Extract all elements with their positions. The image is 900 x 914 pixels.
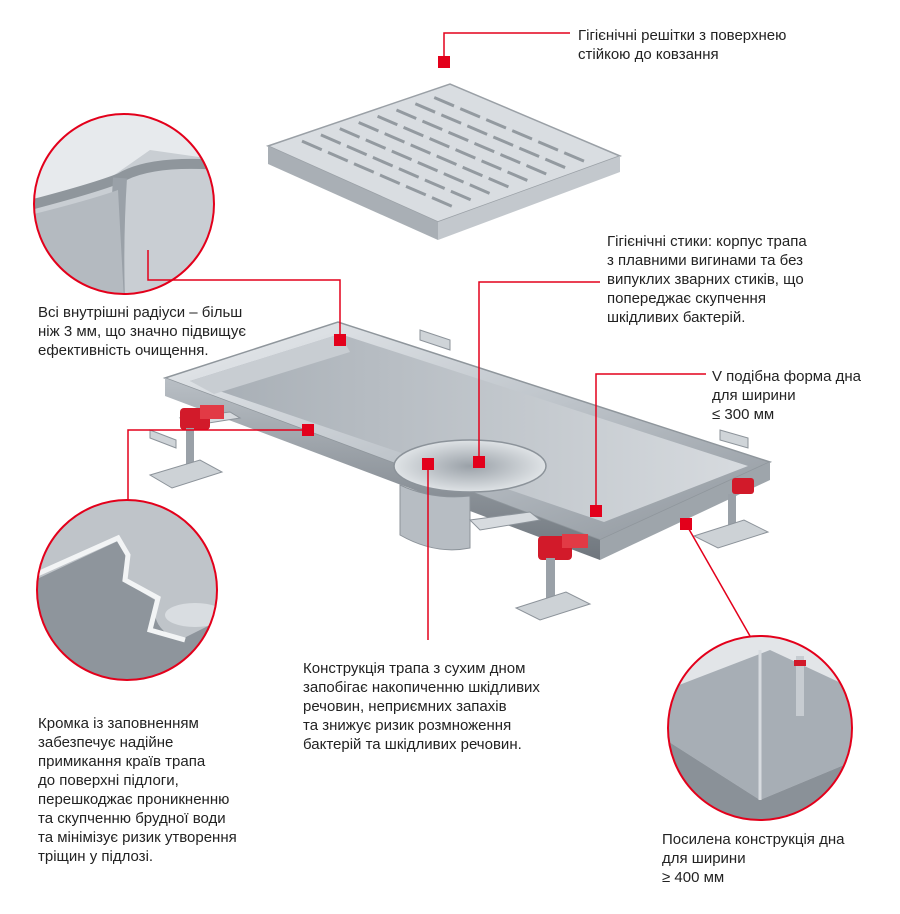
inner-radius-detail-photo: [33, 113, 215, 295]
callout-joints: Гігієнічні стики: корпус трапа з плавним…: [607, 233, 807, 326]
grate-slot: [544, 157, 566, 169]
left-foot: [148, 405, 224, 489]
grate-slot: [459, 107, 481, 119]
callout-reinforced-bottom: Посилена конструкція дна для ширини ≥ 40…: [662, 831, 845, 886]
grate-slot: [488, 177, 510, 189]
grate-slot: [402, 125, 424, 138]
grate-slot: [414, 102, 436, 114]
grate-slot: [428, 137, 450, 149]
grate-illustration: [265, 83, 623, 240]
grate-slot: [358, 121, 380, 133]
callout-v-shape: V подібна форма дна для ширини ≤ 300 мм: [712, 368, 862, 423]
grate-slot: [563, 151, 585, 163]
right-foot: [692, 478, 770, 549]
callout-edge: Кромка із заповненням забезпечує надійне…: [38, 715, 237, 865]
grate-slot: [395, 108, 417, 120]
grate-slot: [424, 178, 446, 190]
drain-channel-illustration: [149, 321, 773, 560]
grate-slot: [447, 130, 469, 143]
grate-slot: [480, 159, 502, 171]
callout-grate: Гігієнічні решітки з поверхнею стійкою д…: [578, 27, 787, 63]
filled-edge-detail-photo: [36, 499, 218, 681]
grate-slot: [346, 144, 368, 157]
grate-slot: [506, 170, 528, 182]
grate-slot: [440, 113, 462, 125]
grate-slot: [466, 124, 488, 136]
grate-slot: [339, 127, 361, 139]
grate-slot: [473, 141, 495, 154]
grate-slot: [398, 167, 420, 179]
grate-slot: [421, 119, 443, 131]
grate-slot: [353, 162, 375, 174]
callout-lines: [127, 32, 751, 640]
grate-slot: [376, 114, 398, 127]
callout-dry-bottom: Конструкція трапа з сухим дном запобігає…: [303, 660, 540, 753]
grate-slot: [433, 96, 455, 108]
center-foot: [514, 534, 592, 621]
grate-slot: [525, 164, 547, 176]
grate-slot: [485, 118, 507, 130]
grate-slot: [443, 172, 465, 184]
grate-slot: [469, 183, 491, 195]
grate-slot: [417, 160, 439, 173]
grate-slot: [301, 139, 323, 152]
grate-slot: [518, 146, 540, 158]
grate-slot: [372, 156, 394, 168]
grate-slot: [327, 151, 349, 163]
grate-slot: [499, 153, 521, 165]
grate-slot: [511, 129, 533, 141]
grate-slot: [320, 133, 342, 145]
grate-slot: [379, 173, 401, 185]
grate-slot: [537, 140, 559, 152]
grate-slot: [391, 149, 413, 162]
grate-slot: [365, 138, 387, 150]
grate-slot: [450, 189, 472, 202]
reinforced-bottom-detail-photo: [667, 635, 853, 821]
grate-slot: [384, 132, 406, 144]
grate-slot: [405, 184, 427, 197]
grate-slot: [431, 196, 453, 208]
grate-slot: [454, 148, 476, 160]
callout-markers: [302, 56, 692, 530]
grate-slot: [436, 154, 458, 166]
grate-slot: [410, 143, 432, 155]
callout-radii: Всі внутрішні радіуси – більш ніж 3 мм, …: [38, 304, 246, 359]
grate-slot: [492, 135, 514, 147]
grate-slot: [462, 165, 484, 178]
